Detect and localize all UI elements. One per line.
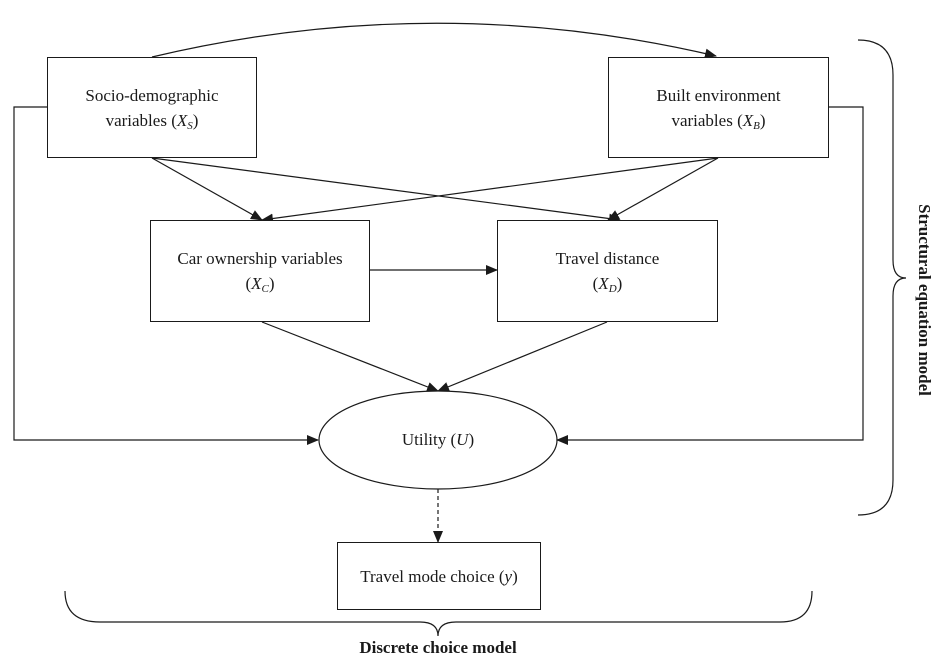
distance-line2: (XD) [592, 274, 623, 295]
edge-socio-to-car [151, 157, 263, 221]
edge-built-to-car [261, 157, 719, 224]
discrete-brace [64, 590, 813, 637]
socio-line1: Socio-demographic [85, 85, 219, 105]
edge-built-to-distance [607, 157, 719, 221]
built-environment-box: Built environment variables (XB) [608, 57, 829, 158]
utility-ellipse [318, 390, 558, 490]
socio-demographic-box: Socio-demographic variables (XS) [47, 57, 257, 158]
structural-brace [857, 39, 907, 516]
mode-label: Travel mode choice (y) [360, 566, 518, 586]
car-line2: (XC) [245, 274, 275, 295]
edge-socio-to-distance [151, 157, 621, 224]
edge-distance-to-utility [437, 321, 608, 392]
car-ownership-box: Car ownership variables (XC) [150, 220, 370, 322]
travel-distance-box: Travel distance (XD) [497, 220, 718, 322]
travel-mode-choice-box: Travel mode choice (y) [337, 542, 541, 610]
utility-node: Utility (U) [319, 391, 557, 489]
distance-line1: Travel distance [555, 249, 660, 268]
utility-label: Utility (U) [401, 430, 475, 449]
structural-equation-label: Structural equation model [915, 204, 934, 396]
car-line1: Car ownership variables [177, 249, 343, 268]
edge-car-to-utility [261, 321, 439, 392]
built-line1: Built environment [656, 85, 781, 105]
edge-socio-to-built [151, 22, 717, 59]
edge-built-to-utility [556, 106, 864, 445]
discrete-choice-label: Discrete choice model [359, 638, 517, 657]
edge-socio-to-utility [13, 106, 319, 445]
socio-line2: variables (XS) [105, 110, 199, 132]
built-line2: variables (XB) [671, 110, 766, 132]
